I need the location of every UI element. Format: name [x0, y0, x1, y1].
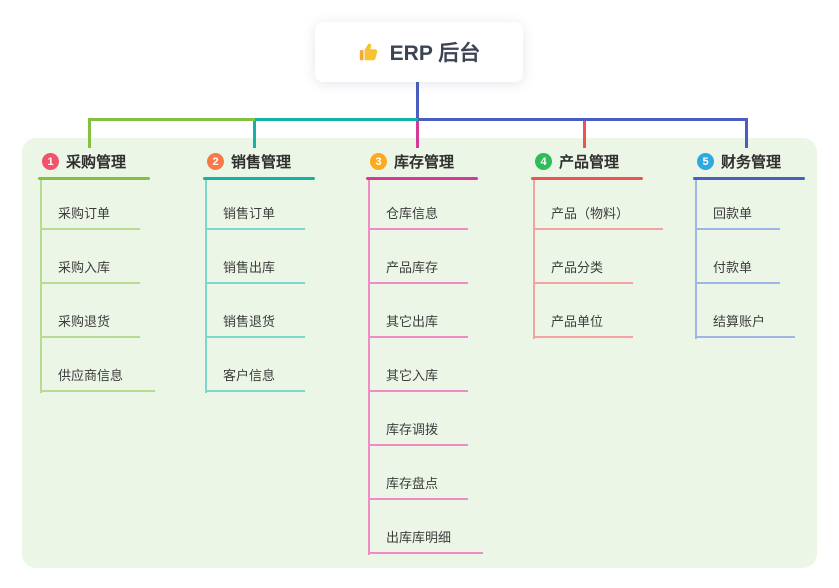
branch-purchase: 1 采购管理 采购订单 采购入库 采购退货 供应商信息 — [38, 148, 200, 568]
branch-connector-line — [368, 180, 370, 555]
drop-line-purchase — [88, 121, 91, 148]
drop-line-finance — [745, 121, 748, 148]
branch-number-badge: 3 — [370, 153, 387, 170]
branch-connector-line — [40, 180, 42, 393]
child-node[interactable]: 产品库存 — [368, 256, 468, 284]
branch-finance: 5 财务管理 回款单 付款单 结算账户 — [693, 148, 839, 568]
branch-title[interactable]: 产品管理 — [559, 154, 620, 171]
branch-underline — [38, 177, 150, 180]
branch-underline — [693, 177, 805, 180]
child-node[interactable]: 出库库明细 — [368, 526, 483, 554]
child-node[interactable]: 采购退货 — [40, 310, 140, 338]
drop-line-sales — [253, 121, 256, 148]
branch-number-badge: 5 — [697, 153, 714, 170]
branch-underline — [203, 177, 315, 180]
bus-segment-right — [418, 118, 748, 121]
child-node[interactable]: 回款单 — [695, 202, 780, 230]
child-node[interactable]: 产品分类 — [533, 256, 633, 284]
child-node[interactable]: 结算账户 — [695, 310, 795, 338]
branch-title[interactable]: 采购管理 — [66, 154, 127, 171]
thumbs-up-icon — [358, 41, 380, 63]
branch-sales: 2 销售管理 销售订单 销售出库 销售退货 客户信息 — [203, 148, 365, 568]
branch-connector-line — [695, 180, 697, 339]
child-node[interactable]: 采购订单 — [40, 202, 140, 230]
branch-product: 4 产品管理 产品（物料） 产品分类 产品单位 — [531, 148, 693, 568]
branch-connector-line — [205, 180, 207, 393]
child-node[interactable]: 销售退货 — [205, 310, 305, 338]
branch-inventory: 3 库存管理 仓库信息 产品库存 其它出库 其它入库 库存调拨 库存盘点 出库库… — [366, 148, 528, 568]
root-connector-line — [416, 82, 419, 121]
bus-segment-purchase — [88, 118, 255, 121]
child-node[interactable]: 库存盘点 — [368, 472, 468, 500]
branch-underline — [366, 177, 478, 180]
child-node[interactable]: 客户信息 — [205, 364, 305, 392]
branch-area-panel — [22, 138, 817, 568]
child-node[interactable]: 产品单位 — [533, 310, 633, 338]
branch-number-badge: 2 — [207, 153, 224, 170]
child-node[interactable]: 其它入库 — [368, 364, 468, 392]
root-node[interactable]: ERP 后台 — [315, 22, 523, 82]
child-node[interactable]: 仓库信息 — [368, 202, 468, 230]
branch-title[interactable]: 库存管理 — [394, 154, 455, 171]
root-title: ERP 后台 — [389, 42, 481, 65]
child-node[interactable]: 库存调拨 — [368, 418, 468, 446]
branch-number-badge: 4 — [535, 153, 552, 170]
child-node[interactable]: 付款单 — [695, 256, 780, 284]
branch-number-badge: 1 — [42, 153, 59, 170]
child-node[interactable]: 销售出库 — [205, 256, 305, 284]
bus-segment-sales — [255, 118, 418, 121]
child-node[interactable]: 供应商信息 — [40, 364, 155, 392]
branch-title[interactable]: 销售管理 — [231, 154, 292, 171]
child-node[interactable]: 采购入库 — [40, 256, 140, 284]
child-node[interactable]: 产品（物料） — [533, 202, 663, 230]
branch-underline — [531, 177, 643, 180]
child-node[interactable]: 其它出库 — [368, 310, 468, 338]
drop-line-product — [583, 121, 586, 148]
drop-line-inventory — [416, 121, 419, 148]
branch-connector-line — [533, 180, 535, 339]
child-node[interactable]: 销售订单 — [205, 202, 305, 230]
branch-title[interactable]: 财务管理 — [721, 154, 782, 171]
